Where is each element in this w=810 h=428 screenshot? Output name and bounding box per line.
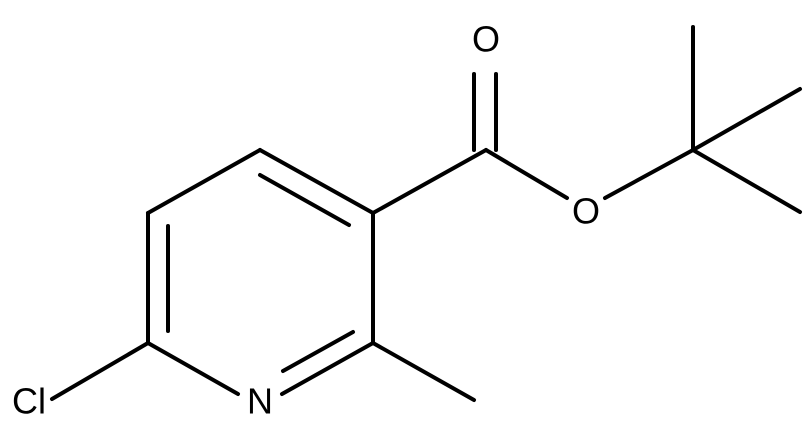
tert-butyl-methyl-bond-right [691, 87, 802, 152]
ring-bond-c4-c5 [146, 148, 262, 215]
ester-oxygen-tert-carbon-bond [603, 148, 695, 200]
tert-butyl-methyl-bond-lower [691, 148, 802, 214]
ring-inner-double-bond-n-c2 [281, 330, 355, 373]
ring-bond-n-c2 [280, 341, 375, 396]
chloro-bond [50, 341, 150, 401]
ring-inner-double-bond-c3-c4 [258, 173, 351, 227]
methyl-bond [371, 341, 476, 402]
ring-bond-c6-n [146, 341, 240, 396]
ring-nitrogen-label: N [247, 381, 273, 422]
carbonyl-carbon-bond [371, 148, 488, 215]
ring-bond-c3-c4 [258, 148, 375, 215]
carbonyl-oxygen-label: O [472, 19, 500, 60]
ester-oxygen-label: O [572, 191, 600, 232]
chlorine-label: Cl [12, 381, 46, 422]
ester-carbon-oxygen-bond [484, 148, 569, 200]
